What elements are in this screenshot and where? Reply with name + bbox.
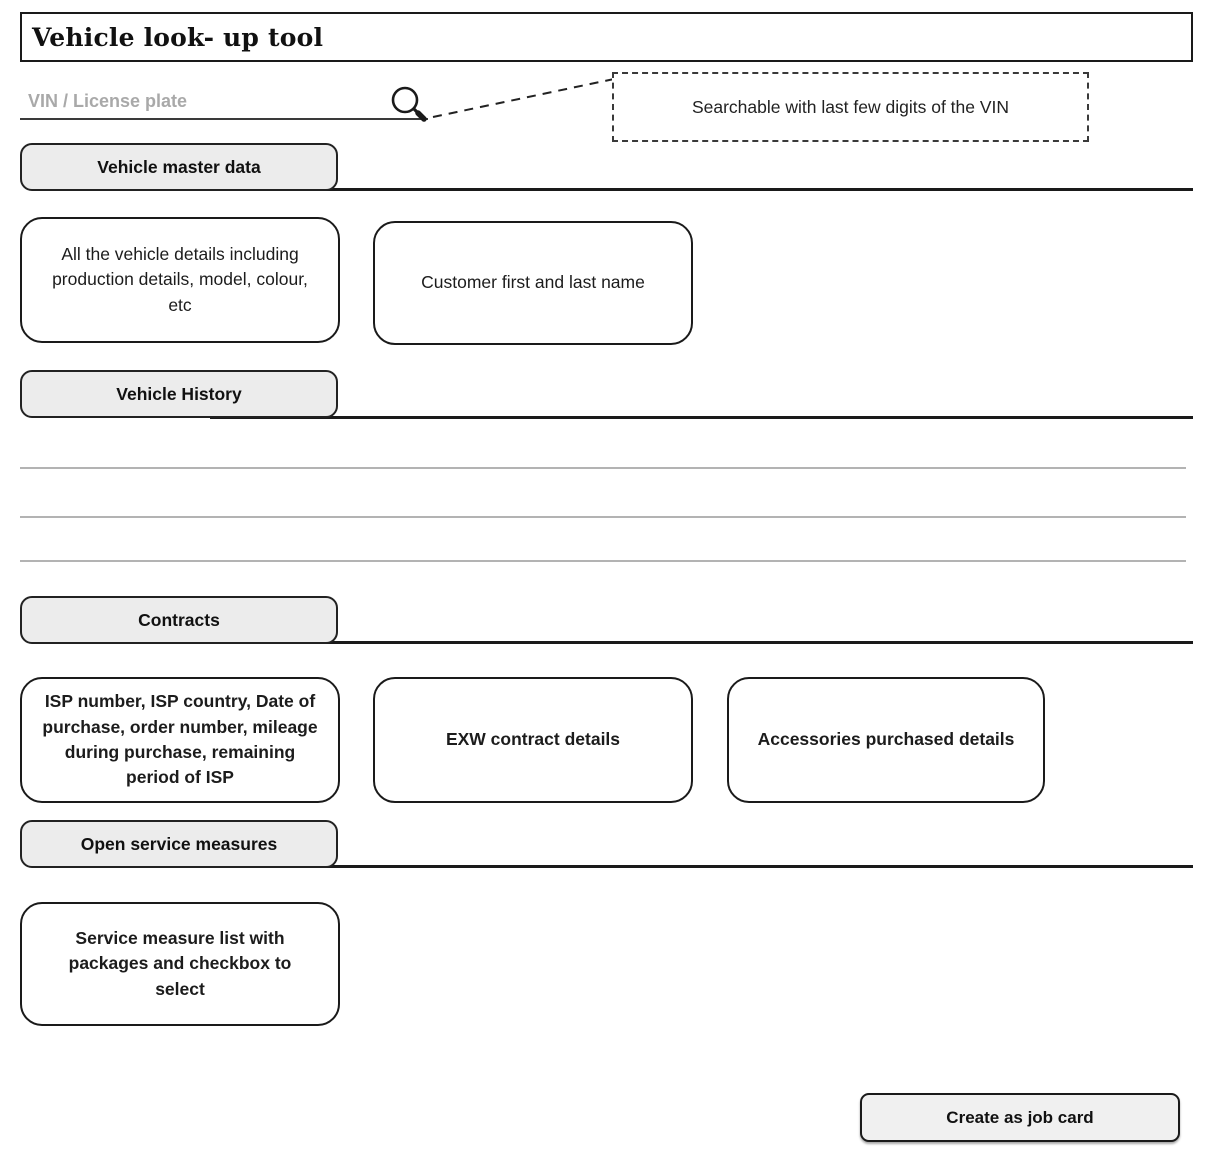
section-divider-master-data <box>210 188 1193 191</box>
annotation-connector-line <box>432 78 615 118</box>
history-row-line <box>20 467 1186 469</box>
section-button-contracts[interactable]: Contracts <box>20 596 338 644</box>
section-divider-service-measures <box>210 865 1193 868</box>
section-button-vehicle-history[interactable]: Vehicle History <box>20 370 338 418</box>
create-job-card-button[interactable]: Create as job card <box>860 1093 1180 1142</box>
card-text: ISP number, ISP country, Date of purchas… <box>42 691 318 788</box>
section-label: Open service measures <box>80 833 278 854</box>
search-annotation-text: Searchable with last few digits of the V… <box>691 96 1010 117</box>
card-isp-details: ISP number, ISP country, Date of purchas… <box>20 677 340 803</box>
card-text: Customer first and last name <box>421 272 645 293</box>
card-text: All the vehicle details including produc… <box>52 243 308 315</box>
create-job-card-label: Create as job card <box>946 1107 1094 1127</box>
page-title: Vehicle look- up tool <box>32 22 324 52</box>
section-divider-history <box>210 416 1193 419</box>
history-row-line <box>20 560 1186 562</box>
card-exw-contract: EXW contract details <box>373 677 693 803</box>
card-vehicle-details: All the vehicle details including produc… <box>20 217 340 343</box>
title-bar: Vehicle look- up tool <box>20 12 1193 62</box>
card-text: Service measure list with packages and c… <box>68 927 292 999</box>
history-row-line <box>20 516 1186 518</box>
section-button-vehicle-master-data[interactable]: Vehicle master data <box>20 143 338 191</box>
section-label: Contracts <box>138 609 220 630</box>
section-label: Vehicle History <box>116 383 242 404</box>
card-accessories-purchased: Accessories purchased details <box>727 677 1045 803</box>
card-service-measure-list: Service measure list with packages and c… <box>20 902 340 1026</box>
section-divider-contracts <box>210 641 1193 644</box>
card-text: Accessories purchased details <box>757 729 1015 750</box>
search-icon[interactable] <box>386 82 430 126</box>
section-button-open-service-measures[interactable]: Open service measures <box>20 820 338 868</box>
card-text: EXW contract details <box>445 729 621 750</box>
card-customer-name: Customer first and last name <box>373 221 693 345</box>
section-label: Vehicle master data <box>97 156 261 177</box>
search-input[interactable] <box>20 84 428 120</box>
search-annotation-note: Searchable with last few digits of the V… <box>612 72 1089 142</box>
